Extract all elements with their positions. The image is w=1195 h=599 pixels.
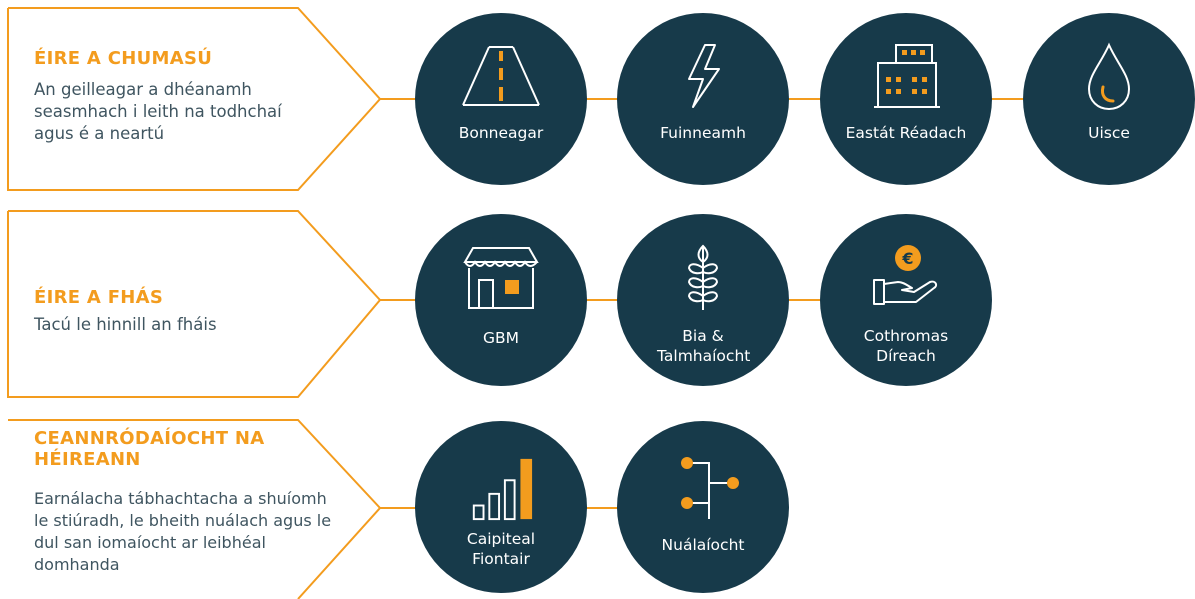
section-description: Earnálacha tábhachtacha a shuíomh le sti… xyxy=(34,489,332,574)
section-description: An geilleagar a dhéanamh seasmhach i lei… xyxy=(34,80,282,143)
node-label: Uisce xyxy=(1088,124,1130,142)
euro-hand-icon: € xyxy=(873,245,938,305)
node-label: Bonneagar xyxy=(458,124,544,142)
node-bia-talmhaiocht: Bia & Talmhaíocht xyxy=(617,214,789,386)
node-caipiteal-fiontair: Caipiteal Fiontair xyxy=(415,421,587,593)
node-label: GBM xyxy=(482,329,520,347)
water-drop-icon xyxy=(1087,42,1131,111)
road-icon xyxy=(462,46,540,106)
section-heading: ÉIRE A CHUMASÚ xyxy=(34,48,213,69)
section-heading: CEANNRÓDAÍOCHT NA HÉIREANN xyxy=(34,428,265,470)
flow-nodes-icon xyxy=(681,457,739,519)
node-label: Cothromas Díreach xyxy=(863,327,949,365)
section-2-arrow-frame xyxy=(7,210,382,398)
node-label: Caipiteal Fiontair xyxy=(466,530,536,568)
node-uisce: Uisce xyxy=(1023,13,1195,185)
section-1-arrow-frame xyxy=(7,7,382,191)
node-label: Nuálaíocht xyxy=(661,536,745,554)
building-icon xyxy=(874,44,940,108)
node-bonneagar: Bonneagar xyxy=(415,13,587,185)
wheat-icon xyxy=(687,244,719,310)
node-eastat-readach: Eastát Réadach xyxy=(820,13,992,185)
node-label: Bia & Talmhaíocht xyxy=(657,327,751,365)
node-gbm: GBM xyxy=(415,214,587,386)
shop-icon xyxy=(463,247,539,309)
section-description: Tacú le hinnill an fháis xyxy=(34,315,217,334)
svg-text:€: € xyxy=(901,249,913,268)
lightning-icon xyxy=(688,44,720,108)
section-3-arrow-frame xyxy=(8,419,382,599)
section-heading: ÉIRE A FHÁS xyxy=(34,287,164,308)
node-nualaiocht: Nuálaíocht xyxy=(617,421,789,593)
node-label: Eastát Réadach xyxy=(845,124,967,142)
node-label: Fuinneamh xyxy=(660,124,746,142)
bar-chart-icon xyxy=(472,458,533,521)
node-fuinneamh: Fuinneamh xyxy=(617,13,789,185)
node-cothromas-direach: € Cothromas Díreach xyxy=(820,214,992,386)
